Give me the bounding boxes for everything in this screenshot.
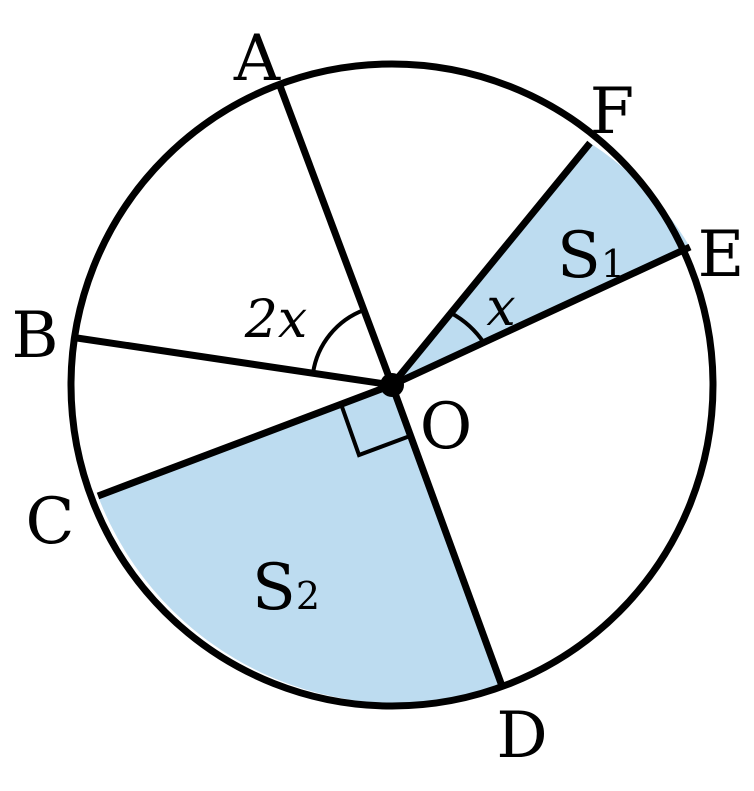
angle-arc-eof [450,311,486,345]
radius-ob [76,334,393,389]
label-b: B [11,299,58,373]
center-point [380,373,404,397]
region-label-s2: S2 [252,551,320,625]
label-a: A [233,22,281,96]
angle-label-x: x [486,278,515,338]
label-c: C [26,485,75,559]
radius-oa [276,84,396,387]
sector-s2-shading [98,385,502,704]
radius-oe [390,243,692,389]
region-s1-letter: S [557,219,601,293]
circle-outline [67,60,717,710]
label-e: E [698,218,745,292]
right-angle-marker [339,403,411,458]
region-s2-letter: S [252,551,296,625]
radius-od [388,383,506,688]
region-s1-index: 1 [601,242,625,286]
angle-label-2x: 2x [244,290,307,350]
region-s2-index: 2 [296,574,320,618]
angle-arc-aob [311,308,365,374]
label-f: F [590,75,634,149]
radius-of [389,140,593,388]
region-label-s1: S1 [557,219,625,293]
label-o: O [420,390,472,464]
radius-oc [96,381,394,500]
label-d: D [496,699,547,773]
